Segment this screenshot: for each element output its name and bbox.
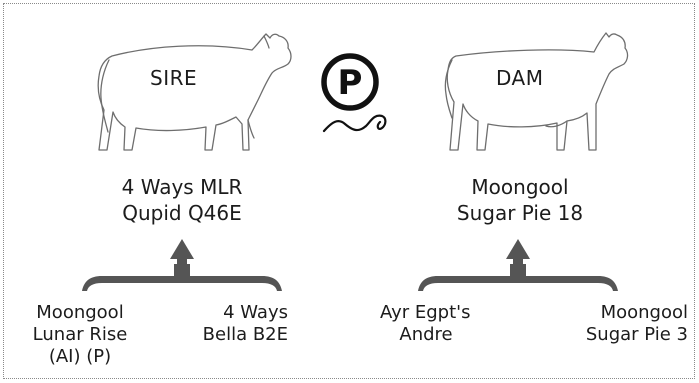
dam-bracket-arrow (418, 239, 618, 291)
sire-parent-sire-line2: Lunar Rise (32, 324, 128, 345)
dam-label: DAM (496, 66, 544, 90)
dam-name-line1: Moongool (471, 175, 569, 199)
sire-parent-sire-line1: Moongool (36, 302, 124, 323)
sire-bracket-arrow (82, 239, 282, 291)
bull-icon (97, 33, 292, 151)
dam-name-line2: Sugar Pie 18 (456, 201, 584, 225)
sire-name-line2: Qupid Q46E (122, 201, 242, 225)
sire-label: SIRE (150, 66, 198, 90)
pedigree-frame (3, 3, 695, 379)
sire-parent-dam-line2: Bella B2E (202, 324, 288, 345)
dam-parent-dam-line1: Moongool (600, 302, 688, 323)
poll-symbol-letter: P (338, 63, 363, 103)
dam-parent-dam-line2: Sugar Pie 3 (585, 324, 688, 345)
poll-symbol-icon (321, 53, 387, 133)
dam-parent-sire-line2: Andre (399, 324, 453, 345)
dam-parent-sire-line1: Ayr Egpt's (380, 302, 471, 323)
sire-name-line1: 4 Ways MLR (121, 175, 243, 199)
cow-icon (444, 32, 629, 151)
sire-parent-dam-line1: 4 Ways (223, 302, 288, 323)
sire-parent-sire-line3: (AI) (P) (48, 346, 112, 367)
